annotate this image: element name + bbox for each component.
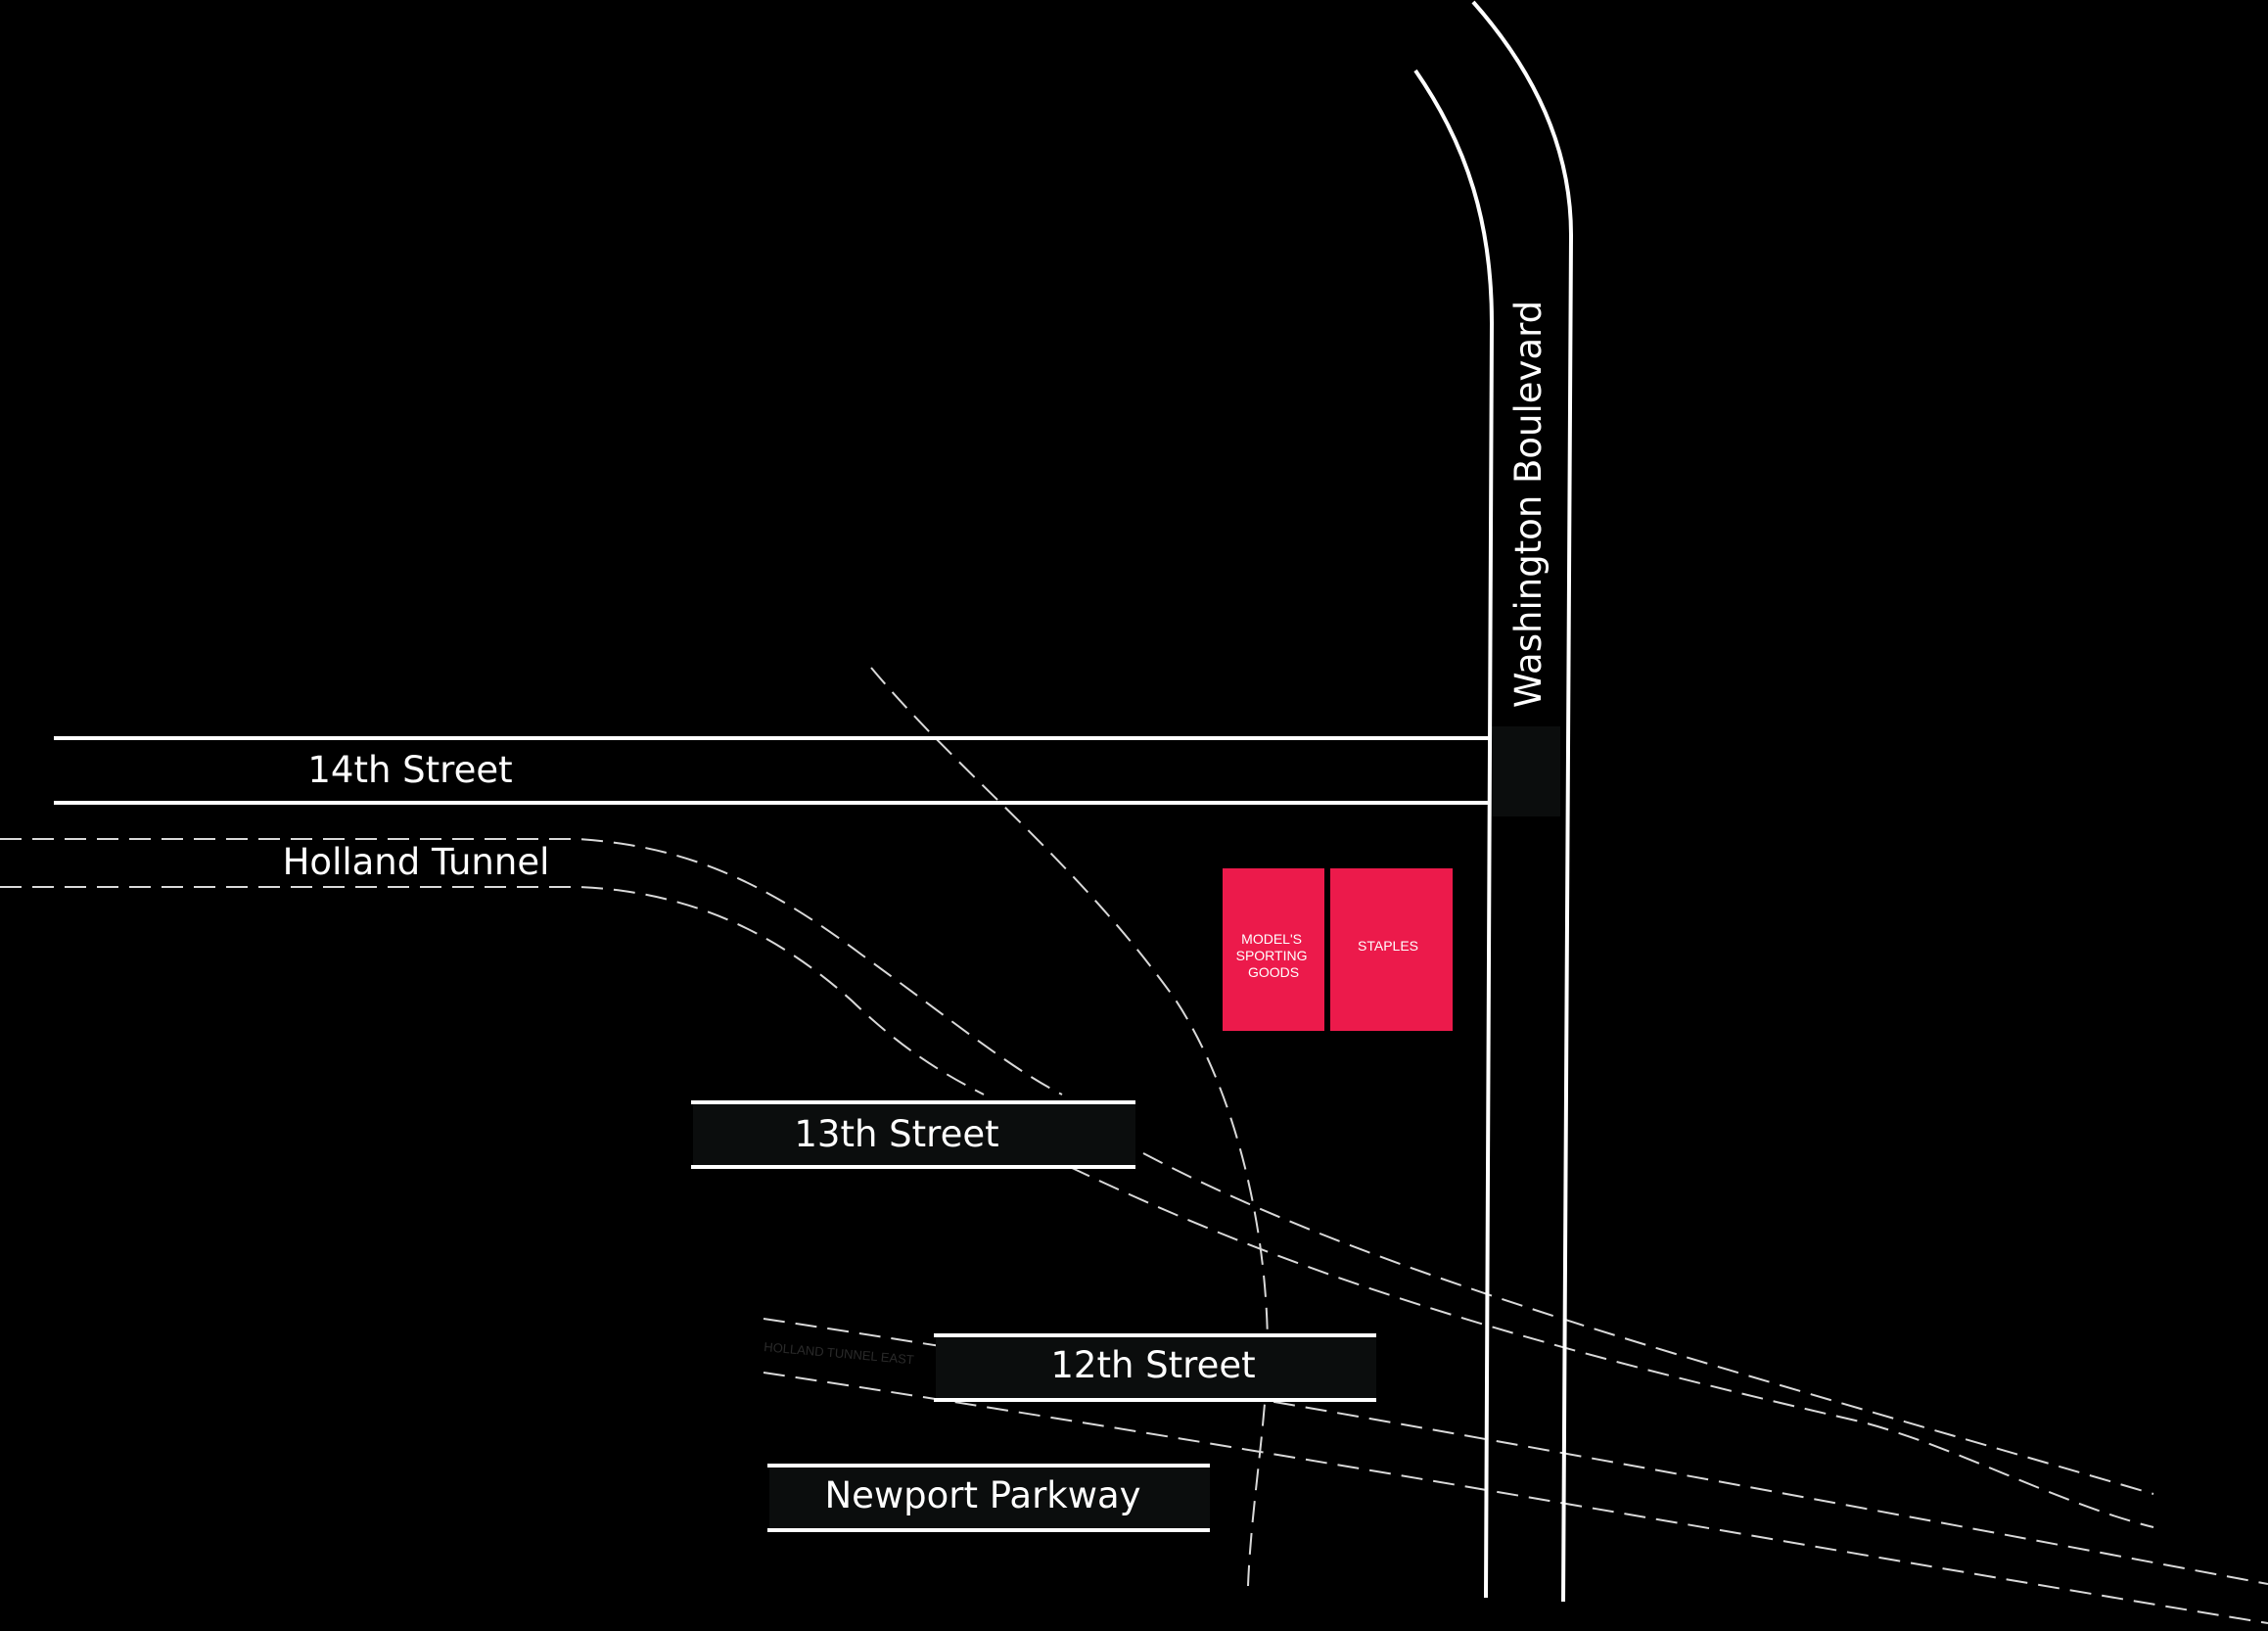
store-label-models: MODEL'S SPORTING GOODS [1236, 931, 1312, 980]
light-rail-line [870, 667, 1270, 1587]
street-newport-parkway: Newport Parkway [767, 1464, 1210, 1532]
street-label-13th: 13th Street [794, 1113, 998, 1155]
street-label-washington-boulevard: Washington Boulevard [1507, 301, 1550, 708]
street-14th: 14th Street [54, 726, 1560, 816]
street-edge-left [1413, 69, 1495, 1599]
street-label-holland-tunnel: Holland Tunnel [283, 841, 550, 883]
street-washington-boulevard [1413, 0, 1574, 1603]
intersection-block [1492, 726, 1560, 816]
street-13th: 13th Street [691, 1100, 1135, 1169]
street-label-12th: 12th Street [1050, 1344, 1255, 1386]
street-block [936, 1335, 1376, 1399]
store-label-models-line2: SPORTING [1236, 948, 1308, 963]
street-edge-right [1471, 0, 1574, 1603]
street-12th: 12th Street [934, 1333, 1376, 1402]
street-label-14th: 14th Street [307, 749, 512, 791]
tunnel-approach-2 [1069, 1166, 2154, 1528]
store-label-models-line3: GOODS [1248, 964, 1299, 980]
street-block [769, 1466, 1210, 1530]
store-staples[interactable] [1330, 868, 1453, 1031]
tunnel-approach-4 [763, 1372, 2268, 1624]
store-label-staples: STAPLES [1358, 938, 1418, 954]
stores: MODEL'S SPORTING GOODS STAPLES [1223, 868, 1453, 1031]
street-block [693, 1103, 1135, 1167]
holland-tunnel-line-upper [0, 838, 1063, 1095]
dashed-lines [0, 667, 2268, 1624]
holland-tunnel-line-lower [0, 886, 985, 1095]
store-label-models-line1: MODEL'S [1241, 931, 1302, 947]
street-label-newport-parkway: Newport Parkway [824, 1474, 1140, 1516]
tunnel-approach-1 [1142, 1152, 2154, 1495]
store-models-sporting-goods[interactable] [1223, 868, 1324, 1031]
